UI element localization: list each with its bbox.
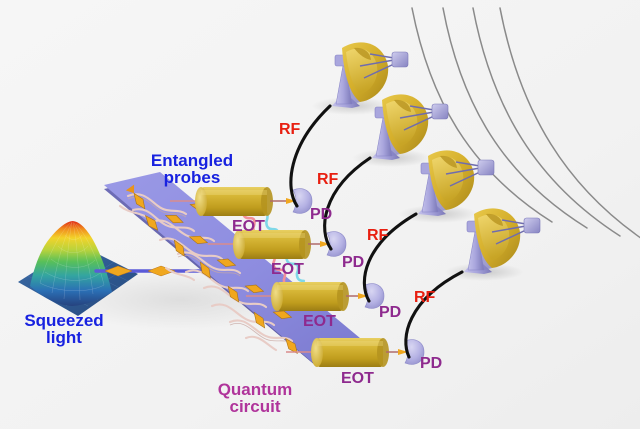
- feed-horn: [431, 103, 449, 120]
- label-rf-4: RF: [414, 289, 436, 306]
- antenna-4: [464, 208, 541, 274]
- squeezed-light-source: [18, 220, 138, 316]
- antenna-2: [372, 94, 449, 160]
- eot-4: [311, 338, 389, 367]
- wavefront-arc-1: [411, 7, 553, 223]
- rf-cable-2: [323, 156, 372, 251]
- feed-horn: [391, 51, 409, 68]
- feed-struts: [491, 219, 527, 245]
- rf-wavefronts: [411, 7, 640, 239]
- label-eot-3: EOT: [303, 313, 336, 330]
- rf-cable-4: [404, 270, 464, 359]
- label-pd-4: PD: [420, 355, 443, 372]
- eot-2: [233, 230, 311, 259]
- feed-struts: [399, 105, 435, 131]
- label-quantum-circuit: Quantum circuit: [217, 380, 293, 417]
- label-pd-2: PD: [342, 254, 365, 271]
- beam-arrowheads: [104, 265, 176, 277]
- wavefront-arc-2: [442, 7, 588, 229]
- label-pd-1: PD: [310, 206, 333, 223]
- gaussian-peak-mesh: [39, 220, 105, 301]
- feed-horn: [477, 159, 495, 176]
- rf-cable-1: [289, 104, 332, 208]
- channel-2: [208, 156, 372, 259]
- rf-cable-3: [362, 212, 418, 303]
- wavefront-arc-3: [472, 7, 621, 237]
- channel-3: [246, 212, 418, 311]
- label-pd-3: PD: [379, 304, 402, 321]
- channel-1: [170, 104, 332, 216]
- antenna-1: [332, 42, 409, 108]
- label-entangled-probes: Entangled probes: [150, 151, 234, 188]
- wavefront-arc-4: [499, 7, 640, 239]
- quantum-circuit-chip: [104, 172, 376, 366]
- feed-struts: [445, 161, 481, 187]
- label-rf-1: RF: [279, 121, 301, 138]
- eot-3: [271, 282, 349, 311]
- channel-4: [286, 270, 464, 367]
- eot-1: [195, 187, 273, 216]
- label-eot-1: EOT: [232, 218, 265, 235]
- label-rf-2: RF: [317, 171, 339, 188]
- feed-struts: [359, 53, 395, 79]
- label-eot-2: EOT: [271, 261, 304, 278]
- chip-waveguides: [118, 193, 294, 352]
- label-rf-3: RF: [367, 227, 389, 244]
- chip-photonic-elements: [125, 184, 298, 355]
- gaussian-peak: [30, 221, 112, 306]
- label-squeezed-light: Squeezed light: [24, 311, 104, 348]
- antenna-3: [418, 150, 495, 216]
- label-eot-4: EOT: [341, 370, 374, 387]
- feed-horn: [523, 217, 541, 234]
